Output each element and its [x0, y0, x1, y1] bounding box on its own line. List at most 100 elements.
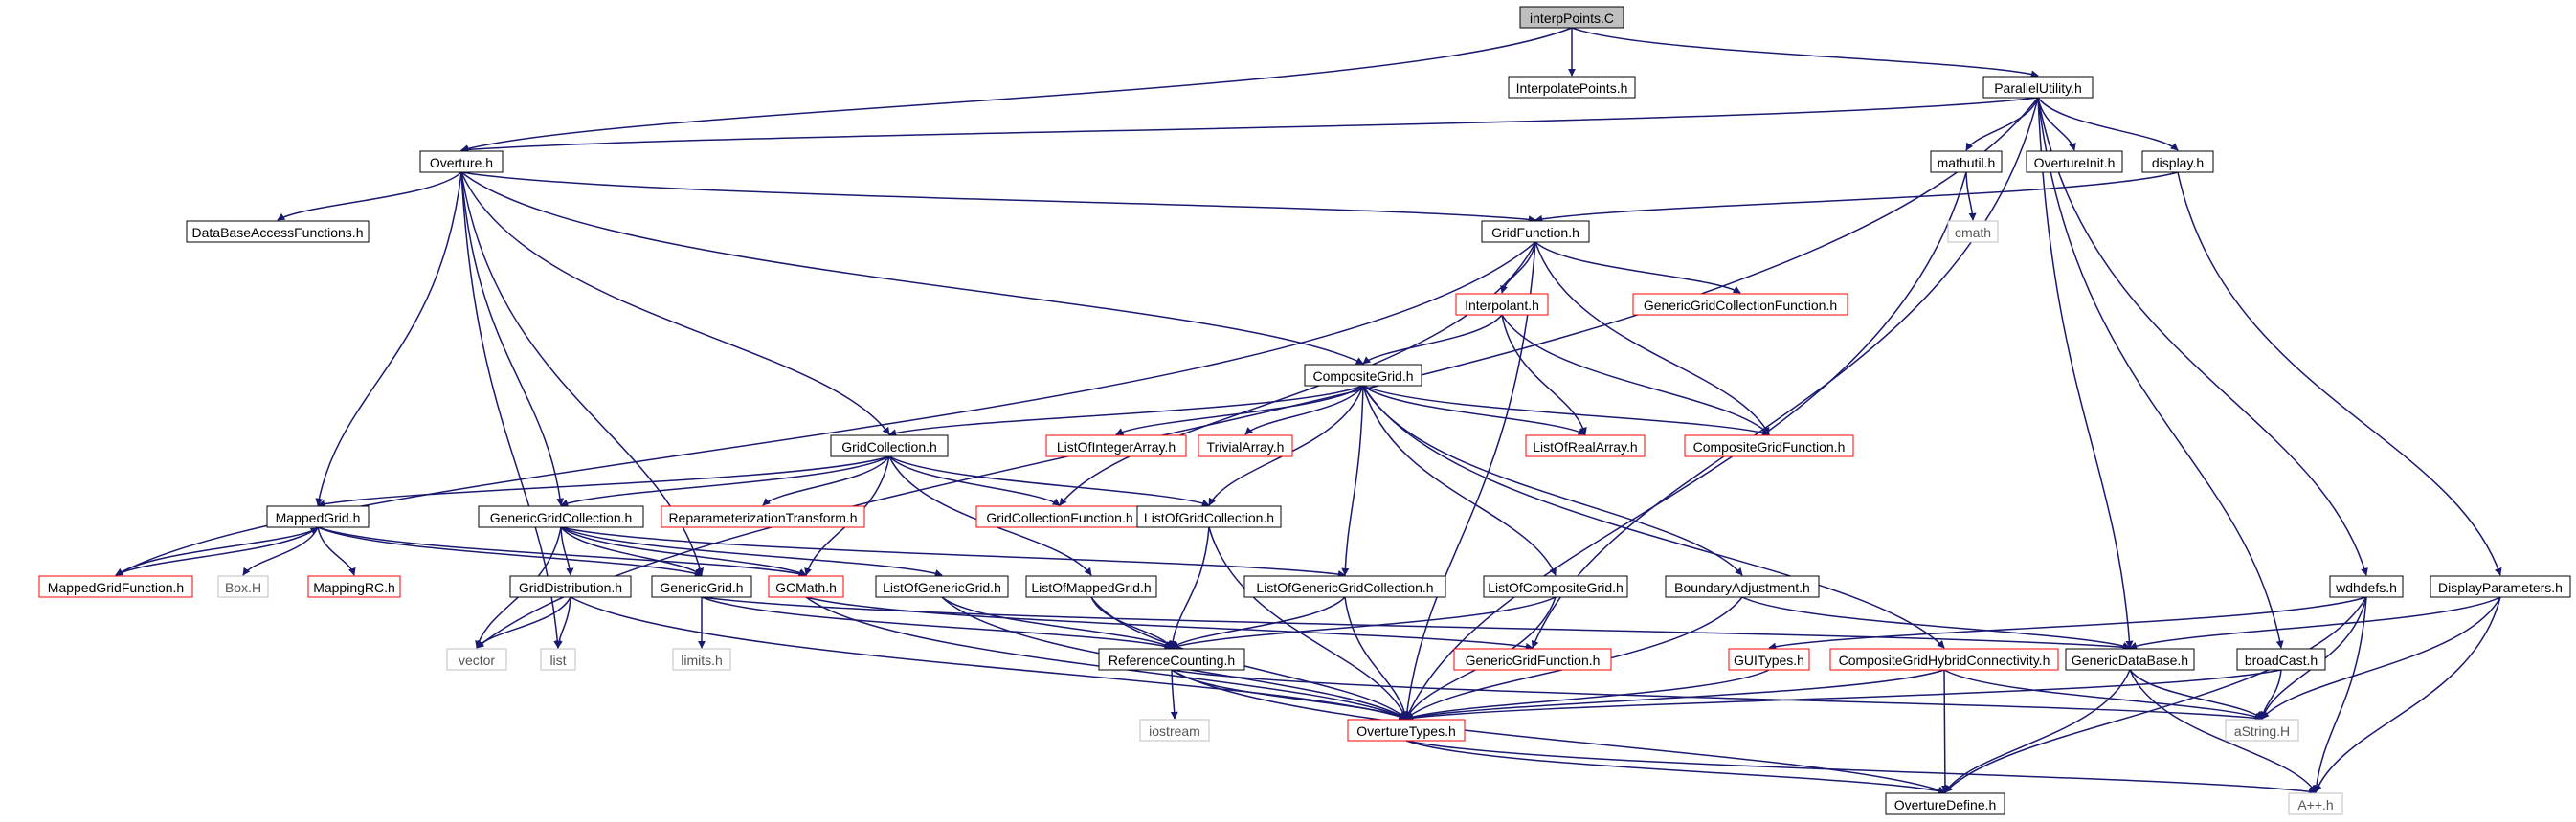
node-overture[interactable]: Overture.h: [419, 150, 504, 173]
node-mathutil[interactable]: mathutil.h: [1930, 150, 2003, 173]
edge-composite-grid-to-list-of-integer-array: [1115, 385, 1364, 435]
node-box: [1455, 293, 1549, 316]
edge-mapped-grid-function-to-mapped-grid: [115, 527, 319, 577]
edge-grid-function-to-interpolant: [1500, 241, 1536, 294]
node-label: GridFunction.h: [1491, 225, 1579, 240]
node-box: [1930, 150, 2003, 173]
node-label: ReparameterizationTransform.h: [668, 510, 857, 525]
edge-grid-distribution-to-vector: [476, 596, 571, 649]
edge-composite-grid-hybrid-connectivity-to-overture-define: [1940, 669, 1949, 793]
node-generic-grid-function[interactable]: GenericGridFunction.h: [1453, 648, 1612, 671]
node-label: list: [549, 653, 566, 668]
edge-overture-types-to-aplusplus: [1405, 740, 2317, 796]
node-cmath[interactable]: cmath: [1947, 220, 1999, 243]
node-iostream[interactable]: iostream: [1139, 719, 1210, 742]
edge-list-of-grid-collection-to-reference-counting: [1168, 526, 1210, 649]
node-list-of-grid-collection[interactable]: ListOfGridCollection.h: [1136, 505, 1282, 528]
node-label: GenericDataBase.h: [2072, 653, 2188, 668]
node-gcmath[interactable]: GCMath.h: [768, 575, 844, 598]
edge-gcmath-to-generic-grid-function: [805, 596, 1534, 651]
node-label: OvertureTypes.h: [1356, 723, 1456, 739]
node-list-of-integer-array[interactable]: ListOfIntegerArray.h: [1045, 434, 1187, 457]
node-label: ListOfGenericGridCollection.h: [1256, 580, 1433, 595]
node-a-string[interactable]: aString.H: [2225, 719, 2299, 742]
edge-generic-grid-collection-to-gcmath: [560, 526, 807, 576]
node-label: wdhdefs.h: [2335, 580, 2397, 595]
node-label: ReferenceCounting.h: [1109, 653, 1235, 668]
edge-overture-to-grid-collection: [460, 171, 890, 435]
node-generic-data-base[interactable]: GenericDataBase.h: [2065, 648, 2195, 671]
node-composite-grid-hybrid-connectivity[interactable]: CompositeGridHybridConnectivity.h: [1829, 648, 2059, 671]
node-composite-grid-function[interactable]: CompositeGridFunction.h: [1684, 434, 1854, 457]
node-interpolate-points[interactable]: InterpolatePoints.h: [1508, 76, 1636, 99]
node-grid-distribution[interactable]: GridDistribution.h: [509, 575, 632, 598]
node-broad-cast[interactable]: broadCast.h: [2236, 648, 2326, 671]
node-limits[interactable]: limits.h: [672, 648, 731, 671]
node-overture-types[interactable]: OvertureTypes.h: [1347, 719, 1466, 742]
node-list-of-composite-grid[interactable]: ListOfCompositeGrid.h: [1483, 575, 1628, 598]
node-label: Overture.h: [430, 155, 493, 170]
node-wdhdefs[interactable]: wdhdefs.h: [2329, 575, 2404, 598]
node-data-base-access-functions[interactable]: DataBaseAccessFunctions.h: [186, 220, 370, 243]
node-list-of-real-array[interactable]: ListOfRealArray.h: [1525, 434, 1646, 457]
node-box: [419, 150, 504, 173]
edge-broad-cast-to-overture-types: [1405, 669, 2282, 722]
node-reference-counting[interactable]: ReferenceCounting.h: [1098, 648, 1245, 671]
node-label: InterpolatePoints.h: [1516, 80, 1628, 96]
node-mapped-grid-function[interactable]: MappedGridFunction.h: [38, 575, 193, 598]
node-grid-function[interactable]: GridFunction.h: [1481, 220, 1590, 243]
node-label: cmath: [1955, 225, 1991, 240]
node-box: [1519, 6, 1624, 29]
node-interpolant[interactable]: Interpolant.h: [1455, 293, 1549, 316]
edge-grid-function-to-mapped-grid-function: [115, 241, 1536, 576]
edge-display-parameters-to-a-string: [2261, 596, 2501, 720]
node-generic-grid-collection[interactable]: GenericGridCollection.h: [478, 505, 644, 528]
edge-reference-counting-to-overture-define: [1171, 669, 1946, 794]
node-aplusplus[interactable]: A++.h: [2288, 792, 2343, 815]
node-label: GenericGridCollection.h: [490, 510, 633, 525]
node-box: [1684, 434, 1854, 457]
node-list[interactable]: list: [540, 648, 576, 671]
node-box: [1947, 220, 1999, 243]
node-label: mathutil.h: [1938, 155, 1996, 170]
node-vector[interactable]: vector: [446, 648, 507, 671]
node-list-of-generic-grid[interactable]: ListOfGenericGrid.h: [875, 575, 1009, 598]
node-composite-grid[interactable]: CompositeGrid.h: [1304, 364, 1422, 387]
node-guitypes[interactable]: GUITypes.h: [1728, 648, 1810, 671]
edge-composite-grid-to-composite-grid-function: [1362, 385, 1770, 436]
node-label: DataBaseAccessFunctions.h: [192, 225, 364, 240]
node-reparameterization-transform[interactable]: ReparameterizationTransform.h: [661, 505, 865, 528]
node-box-h[interactable]: Box.H: [217, 575, 269, 598]
node-grid-collection-function[interactable]: GridCollectionFunction.h: [975, 505, 1144, 528]
node-generic-grid-collection-function[interactable]: GenericGridCollectionFunction.h: [1632, 293, 1848, 316]
node-box: [1045, 434, 1187, 457]
node-parallel-utility[interactable]: ParallelUtility.h: [1982, 76, 2094, 99]
node-box: [1243, 575, 1446, 598]
node-label: ListOfRealArray.h: [1533, 439, 1637, 455]
node-trivial-array[interactable]: TrivialArray.h: [1198, 434, 1293, 457]
node-boundary-adjustment[interactable]: BoundaryAdjustment.h: [1665, 575, 1820, 598]
edge-generic-grid-to-generic-data-base: [701, 596, 2131, 652]
edge-generic-data-base-to-overture-define: [1944, 669, 2131, 793]
node-overture-define[interactable]: OvertureDefine.h: [1885, 792, 2005, 815]
node-box: [661, 505, 865, 528]
edge-grid-function-to-generic-grid-collection-function: [1534, 241, 1741, 294]
edge-display-to-display-parameters: [2177, 171, 2502, 576]
node-mapped-grid[interactable]: MappedGrid.h: [266, 505, 370, 528]
node-interp-points[interactable]: interpPoints.C: [1519, 6, 1624, 29]
edge-composite-grid-to-list-of-real-array: [1362, 385, 1586, 435]
node-box: [1453, 648, 1612, 671]
node-mapping-rc[interactable]: MappingRC.h: [307, 575, 401, 598]
node-generic-grid[interactable]: GenericGrid.h: [651, 575, 752, 598]
node-box: [1632, 293, 1848, 316]
edge-list-of-composite-grid-to-reference-counting: [1171, 596, 1557, 650]
node-label: OvertureInit.h: [2034, 155, 2116, 170]
node-grid-collection[interactable]: GridCollection.h: [830, 434, 949, 457]
node-overture-init[interactable]: OvertureInit.h: [2026, 150, 2123, 173]
node-display-parameters[interactable]: DisplayParameters.h: [2430, 575, 2571, 598]
node-list-of-mapped-grid[interactable]: ListOfMappedGrid.h: [1025, 575, 1157, 598]
node-display[interactable]: display.h: [2141, 150, 2214, 173]
node-list-of-generic-grid-collection[interactable]: ListOfGenericGridCollection.h: [1243, 575, 1446, 598]
edge-display-parameters-to-generic-data-base: [2129, 596, 2501, 650]
edge-composite-grid-to-list-of-generic-grid-collection: [1341, 385, 1364, 576]
